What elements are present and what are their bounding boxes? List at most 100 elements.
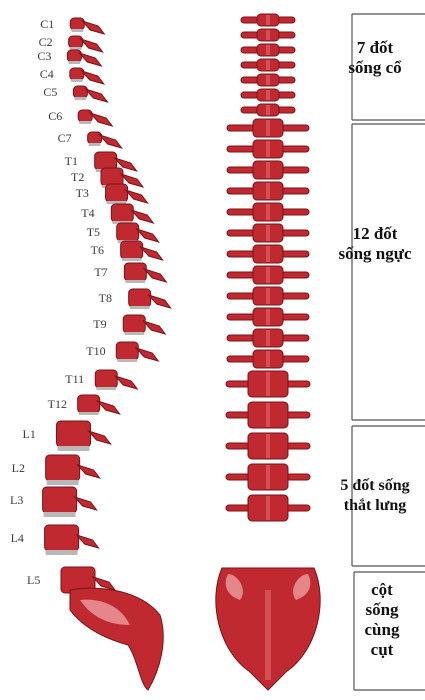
spinous-process <box>85 89 107 102</box>
transverse-process-right <box>286 505 310 511</box>
intervertebral-disc <box>89 143 101 146</box>
transverse-process-right <box>277 77 295 83</box>
transverse-process-left <box>227 188 255 194</box>
transverse-process-left <box>227 335 255 341</box>
vertebra-label: T9 <box>93 318 106 330</box>
intervertebral-disc <box>71 29 83 32</box>
transverse-process-left <box>241 17 259 23</box>
transverse-process-left <box>241 107 259 113</box>
intervertebral-disc <box>68 61 80 64</box>
spinous-line <box>266 465 270 489</box>
spinous-line <box>266 15 270 25</box>
spinous-process <box>82 71 104 84</box>
vertebra-body <box>101 168 123 186</box>
vertebra-body <box>43 487 77 513</box>
vertebra-label: T7 <box>94 266 107 278</box>
vertebra-label: T10 <box>86 345 105 357</box>
spinous-process <box>90 113 112 126</box>
transverse-process-left <box>227 293 255 299</box>
transverse-process-right <box>286 443 310 449</box>
transverse-process-right <box>281 125 309 131</box>
spinous-line <box>266 120 270 136</box>
transverse-process-right <box>277 92 295 98</box>
vertebra-body <box>88 132 102 144</box>
spinous-line <box>266 30 270 40</box>
intervertebral-disc <box>47 480 79 485</box>
vertebra-label: L4 <box>11 532 24 544</box>
vertebra-body <box>95 152 117 170</box>
vertebra-label: T1 <box>65 155 78 167</box>
intervertebral-disc <box>79 412 99 415</box>
region-line: cột <box>347 580 417 600</box>
vertebra-body <box>45 525 79 551</box>
transverse-process-right <box>281 188 309 194</box>
spine-front-view <box>216 14 320 690</box>
vertebra-label: C5 <box>43 86 57 98</box>
vertebra-body <box>69 36 83 48</box>
transverse-process-right <box>286 412 310 418</box>
vertebra-label: L3 <box>10 494 23 506</box>
spinous-process <box>89 431 111 444</box>
transverse-process-right <box>277 47 295 53</box>
vertebra-label: C2 <box>39 36 53 48</box>
intervertebral-disc <box>130 306 150 309</box>
transverse-process-left <box>227 251 255 257</box>
transverse-process-left <box>226 443 250 449</box>
transverse-process-left <box>227 209 255 215</box>
transverse-process-right <box>281 272 309 278</box>
region-line: thắt lưng <box>325 496 425 516</box>
intervertebral-disc <box>117 359 137 362</box>
vertebra-body <box>116 342 138 360</box>
sacrum-midline <box>265 590 271 680</box>
region-line: sống <box>347 600 417 620</box>
spinous-line <box>266 105 270 115</box>
vertebra-label: C1 <box>40 18 54 30</box>
vertebra-label: L2 <box>12 462 25 474</box>
transverse-process-right <box>277 62 295 68</box>
vertebra-body <box>70 68 84 80</box>
spinous-line <box>266 90 270 100</box>
transverse-process-left <box>227 356 255 362</box>
spinous-line <box>266 403 270 427</box>
transverse-process-left <box>241 62 259 68</box>
transverse-process-left <box>226 412 250 418</box>
vertebra-body <box>78 395 100 413</box>
vertebra-label: T8 <box>99 292 112 304</box>
spinous-line <box>266 225 270 241</box>
spinous-line <box>266 267 270 283</box>
intervertebral-disc <box>58 446 90 451</box>
intervertebral-disc <box>46 550 78 555</box>
transverse-process-right <box>286 474 310 480</box>
intervertebral-disc <box>124 332 144 335</box>
transverse-process-left <box>227 230 255 236</box>
transverse-process-left <box>227 146 255 152</box>
spinous-process <box>136 348 158 361</box>
transverse-process-left <box>241 32 259 38</box>
spinous-process <box>144 269 166 282</box>
transverse-process-right <box>281 230 309 236</box>
spinous-line <box>266 60 270 70</box>
vertebra-body <box>67 50 81 62</box>
spinous-line <box>266 45 270 55</box>
vertebra-label: C4 <box>40 68 54 80</box>
vertebra-body <box>70 18 84 30</box>
vertebra-label: C6 <box>48 110 62 122</box>
spinous-line <box>266 330 270 346</box>
vertebra-body <box>95 370 117 388</box>
transverse-process-left <box>227 272 255 278</box>
vertebra-label: L5 <box>27 574 40 586</box>
region-label-lumbar: 5 đốt sống thắt lưng <box>325 476 425 516</box>
vertebra-label: T3 <box>76 187 89 199</box>
vertebra-body <box>121 241 143 259</box>
region-label-thoracic: 12 đốt sống ngực <box>325 224 425 264</box>
transverse-process-left <box>241 77 259 83</box>
transverse-process-left <box>226 505 250 511</box>
spinous-line <box>266 309 270 325</box>
spinous-process <box>98 401 120 414</box>
vertebra-body <box>123 315 145 333</box>
transverse-process-right <box>281 167 309 173</box>
vertebra-body <box>111 204 133 222</box>
vertebra-label: T2 <box>71 171 84 183</box>
transverse-process-right <box>281 146 309 152</box>
vertebra-label: T12 <box>48 398 67 410</box>
